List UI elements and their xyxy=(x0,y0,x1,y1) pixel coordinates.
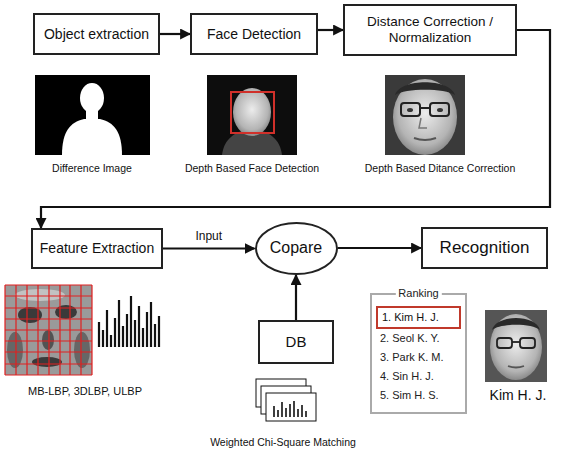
ranking-panel: Ranking2. Seol K. Y.3. Park K. M.4. Sin … xyxy=(370,293,467,414)
edge-label: Input xyxy=(193,230,224,244)
ranking-entry: 3. Park K. M. xyxy=(380,351,444,364)
node-label: Copare xyxy=(270,239,322,257)
flow-arrow xyxy=(41,30,550,228)
node-label: 1. Kim H. J. xyxy=(382,311,439,324)
recognized-face-image xyxy=(485,310,547,382)
difference-image xyxy=(35,75,150,155)
caption-label: Weighted Chi-Square Matching xyxy=(210,436,356,448)
node-label: Recognition xyxy=(440,238,530,258)
caption-label: Kim H. J. xyxy=(490,387,547,403)
node-label: Distance Correction / Normalization xyxy=(345,14,515,45)
node-label: Object extraction xyxy=(44,26,149,42)
caption-label: Difference Image xyxy=(52,162,132,174)
output-box: Recognition xyxy=(421,227,548,269)
database-box: DB xyxy=(258,320,334,364)
db-histogram-cards xyxy=(256,379,316,421)
ranking-entry: 5. Sim H. S. xyxy=(380,389,439,402)
histogram xyxy=(99,296,159,347)
caption-label: Depth Based Ditance Correction xyxy=(365,162,516,174)
flow-arrow xyxy=(160,33,190,35)
process-box: Distance Correction / Normalization xyxy=(343,4,517,56)
ranking-top-entry: 1. Kim H. J. xyxy=(376,306,461,329)
process-box: Object extraction xyxy=(33,13,160,55)
flow-arrow xyxy=(295,275,297,320)
ranking-entry: 2. Seol K. Y. xyxy=(380,332,440,345)
caption-label: Depth Based Face Detection xyxy=(185,162,319,174)
face-detection-image xyxy=(207,75,297,155)
flow-arrow xyxy=(163,247,255,249)
caption-label: MB-LBP, 3DLBP, ULBP xyxy=(28,385,142,398)
ranking-entry: 4. Sin H. J. xyxy=(380,370,434,383)
node-label: Face Detection xyxy=(207,26,301,42)
compare-circle: Copare xyxy=(255,222,338,275)
flow-arrow xyxy=(338,247,422,249)
normalized-face-image xyxy=(385,75,465,155)
process-box: Face Detection xyxy=(190,13,318,55)
lbp-feature-image xyxy=(5,285,92,375)
node-label: Feature Extraction xyxy=(40,240,154,256)
panel-heading: Ranking xyxy=(395,287,441,300)
flow-arrow xyxy=(318,29,343,31)
process-box: Feature Extraction xyxy=(31,228,163,269)
node-label: DB xyxy=(286,333,307,350)
